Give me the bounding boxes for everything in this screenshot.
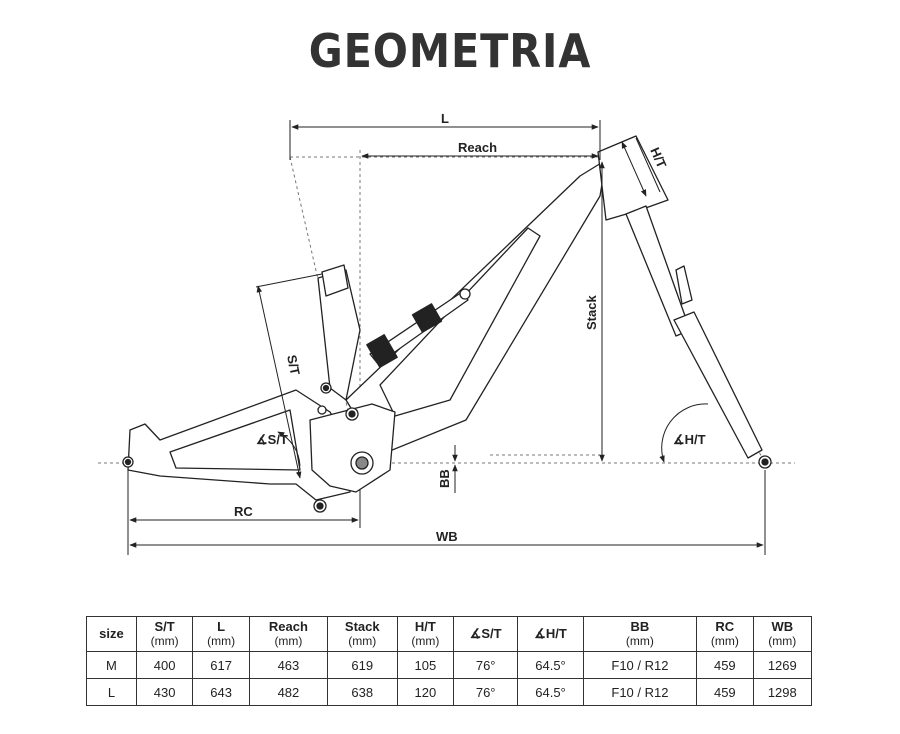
cell-reach: 482 [248, 678, 328, 706]
cell-st: 430 [135, 678, 194, 706]
page-title: GEOMETRIA [308, 24, 592, 78]
cell-rc: 459 [696, 678, 754, 706]
geometry-table: size S/T(mm) L(mm) Reach(mm) Stack(mm) H… [86, 616, 813, 706]
header-reach: Reach(mm) [248, 616, 328, 652]
cell-ht: 105 [396, 651, 455, 679]
cell-rc: 459 [696, 651, 754, 679]
dimension-lines [127, 120, 766, 555]
header-wb: WB(mm) [752, 616, 813, 652]
label-bb: BB [437, 469, 452, 488]
header-bb: BB(mm) [582, 616, 698, 652]
header-rc: RC(mm) [696, 616, 754, 652]
pivot-points [122, 382, 772, 513]
cell-bb: F10 / R12 [582, 651, 698, 679]
header-st: S/T(mm) [135, 616, 194, 652]
cell-ht-angle: 64.5° [517, 678, 584, 706]
cell-stack: 638 [326, 678, 398, 706]
label-wb: WB [436, 529, 458, 544]
cell-stack: 619 [326, 651, 398, 679]
table-row: L 430 643 482 638 120 76° 64.5° F10 / R1… [86, 678, 813, 706]
cell-wb: 1269 [752, 651, 813, 679]
header-size: size [86, 616, 137, 652]
table-row: M 400 617 463 619 105 76° 64.5° F10 / R1… [86, 651, 813, 679]
label-l: L [441, 111, 449, 126]
label-stack: Stack [584, 295, 599, 330]
header-ht-angle: ∡H/T [517, 616, 584, 652]
label-reach: Reach [458, 140, 497, 155]
cell-bb: F10 / R12 [582, 678, 698, 706]
cell-st-angle: 76° [453, 678, 519, 706]
label-st-angle: ∡S/T [256, 432, 288, 447]
cell-l: 643 [192, 678, 250, 706]
bike-frame [127, 135, 763, 501]
table-header-row: size S/T(mm) L(mm) Reach(mm) Stack(mm) H… [86, 616, 813, 652]
label-st: S/T [284, 354, 303, 377]
cell-ht: 120 [396, 678, 455, 706]
label-ht-angle: ∡H/T [673, 432, 706, 447]
header-l: L(mm) [192, 616, 250, 652]
cell-ht-angle: 64.5° [517, 651, 584, 679]
cell-wb: 1298 [752, 678, 813, 706]
header-stack: Stack(mm) [326, 616, 398, 652]
label-rc: RC [234, 504, 253, 519]
cell-l: 617 [192, 651, 250, 679]
cell-reach: 463 [248, 651, 328, 679]
cell-st: 400 [135, 651, 194, 679]
header-ht: H/T(mm) [396, 616, 455, 652]
geometry-diagram: L Reach H/T Stack S/T ∡S/T ∡H/T BB RC WB [98, 111, 795, 555]
cell-st-angle: 76° [453, 651, 519, 679]
header-st-angle: ∡S/T [453, 616, 519, 652]
cell-size: M [86, 651, 137, 679]
cell-size: L [86, 678, 137, 706]
